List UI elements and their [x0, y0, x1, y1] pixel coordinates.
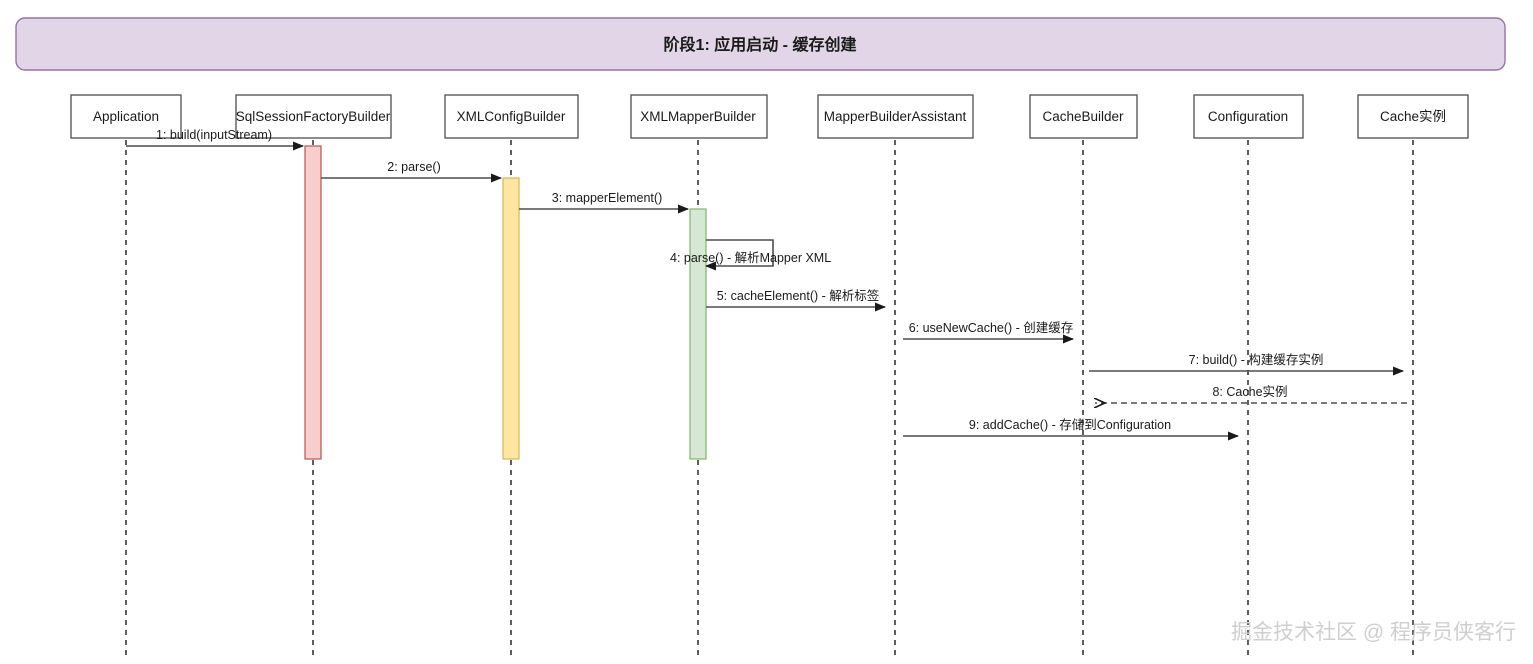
message-9-label: 9: addCache() - 存储到Configuration	[969, 417, 1171, 432]
phase-banner-rect	[15, 17, 1506, 71]
participant-box-cacheinstance[interactable]	[1357, 94, 1469, 139]
participant-label-mapperbuilderassistant: MapperBuilderAssistant	[824, 109, 967, 124]
activation-bar-xmlconfigbuilder	[502, 177, 520, 460]
participant-label-cachebuilder: CacheBuilder	[1042, 109, 1124, 124]
message-8-label: 8: Cache实例	[1212, 384, 1287, 399]
message-2[interactable]: 2: parse()	[321, 160, 502, 183]
message-1-label: 1: build(inputStream)	[156, 128, 272, 142]
message-9[interactable]: 9: addCache() - 存储到Configuration	[903, 417, 1239, 441]
participant-sqlsessionfactorybuilder[interactable]: SqlSessionFactoryBuilder	[235, 94, 392, 139]
participant-xmlconfigbuilder[interactable]: XMLConfigBuilder	[444, 94, 579, 139]
participant-box-xmlconfigbuilder[interactable]	[444, 94, 579, 139]
participant-label-configuration: Configuration	[1208, 109, 1288, 124]
participant-application[interactable]: Application	[70, 94, 182, 139]
participant-box-mapperbuilderassistant[interactable]	[817, 94, 974, 139]
participant-cacheinstance[interactable]: Cache实例	[1357, 94, 1469, 139]
message-1[interactable]: 1: build(inputStream)	[126, 128, 304, 151]
participant-box-application[interactable]	[70, 94, 182, 139]
participant-box-cachebuilder[interactable]	[1029, 94, 1138, 139]
message-4-self-loop	[705, 239, 774, 271]
message-5[interactable]: 5: cacheElement() - 解析标签	[706, 288, 886, 312]
message-8[interactable]: 8: Cache实例	[1095, 384, 1407, 403]
participant-label-xmlconfigbuilder: XMLConfigBuilder	[457, 109, 566, 124]
participant-mapperbuilderassistant[interactable]: MapperBuilderAssistant	[817, 94, 974, 139]
lifelines-layer	[125, 140, 1414, 656]
participant-label-application: Application	[93, 109, 159, 124]
activation-bar-sqlsessionfactorybuilder	[304, 145, 322, 460]
participant-boxes-layer: Application SqlSessionFactoryBuilder XML…	[70, 94, 1469, 139]
message-4-label: 4: parse() - 解析Mapper XML	[670, 251, 831, 265]
participant-box-xmlmapperbuilder[interactable]	[630, 94, 768, 139]
activation-bars-layer	[304, 145, 707, 460]
message-4[interactable]: 4: parse() - 解析Mapper XML	[670, 239, 831, 271]
participant-label-cacheinstance: Cache实例	[1380, 109, 1446, 124]
message-7-label: 7: build() - 构建缓存实例	[1189, 352, 1324, 367]
message-7[interactable]: 7: build() - 构建缓存实例	[1089, 352, 1404, 376]
phase-banner-title: 阶段1: 应用启动 - 缓存创建	[664, 35, 857, 54]
participant-label-xmlmapperbuilder: XMLMapperBuilder	[640, 109, 756, 124]
message-6[interactable]: 6: useNewCache() - 创建缓存	[903, 321, 1074, 344]
phase-banner: 阶段1: 应用启动 - 缓存创建	[15, 17, 1506, 71]
participant-xmlmapperbuilder[interactable]: XMLMapperBuilder	[630, 94, 768, 139]
message-5-label: 5: cacheElement() - 解析标签	[717, 288, 880, 303]
message-6-label: 6: useNewCache() - 创建缓存	[909, 321, 1074, 335]
message-3-label: 3: mapperElement()	[552, 191, 662, 205]
participant-box-sqlsessionfactorybuilder[interactable]	[235, 94, 392, 139]
messages-layer: 1: build(inputStream) 2: parse() 3: mapp…	[126, 128, 1407, 441]
participant-box-configuration[interactable]	[1193, 94, 1304, 139]
activation-bar-xmlmapperbuilder	[689, 208, 707, 460]
participant-cachebuilder[interactable]: CacheBuilder	[1029, 94, 1138, 139]
participant-configuration[interactable]: Configuration	[1193, 94, 1304, 139]
watermark: 掘金技术社区 @ 程序员侠客行	[1231, 621, 1516, 644]
message-2-label: 2: parse()	[387, 160, 441, 174]
message-3[interactable]: 3: mapperElement()	[519, 191, 689, 214]
participant-label-sqlsessionfactorybuilder: SqlSessionFactoryBuilder	[236, 109, 391, 124]
